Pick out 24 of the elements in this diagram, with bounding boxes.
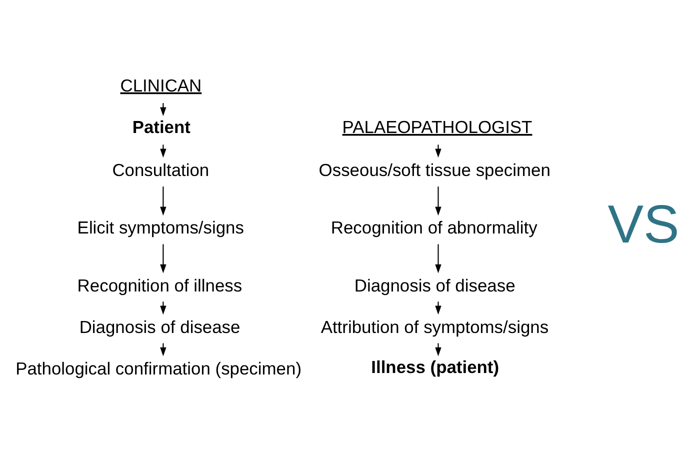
node-text: Osseous/soft tissue specimen: [318, 160, 550, 180]
node-text: CLINICAN: [120, 75, 202, 96]
arrow: [160, 244, 166, 274]
node-text: Diagnosis of disease: [79, 316, 240, 337]
node-text: Elicit symptoms/signs: [77, 218, 244, 238]
node-text: Illness (patient): [371, 357, 500, 378]
arrow: [160, 186, 166, 216]
node-text: Patient: [132, 116, 190, 137]
arrow: [435, 343, 442, 356]
node-text: Attribution of symptoms/signs: [320, 316, 549, 337]
arrow: [160, 144, 166, 158]
arrow: [435, 302, 442, 315]
arrow: [160, 302, 166, 315]
arrow: [435, 244, 442, 274]
node-text: Recognition of abnormality: [330, 218, 538, 238]
node-text: Diagnosis of disease: [354, 275, 516, 296]
arrow: [435, 144, 442, 158]
node-text: Pathological confirmation (specimen): [16, 358, 302, 378]
label: VS: [608, 194, 680, 254]
arrow: [435, 186, 442, 216]
arrow: [160, 343, 166, 356]
node-text: Consultation: [112, 160, 210, 180]
node-text: Recognition of illness: [77, 275, 242, 296]
node-text: PALAEOPATHOLOGIST: [342, 116, 532, 137]
